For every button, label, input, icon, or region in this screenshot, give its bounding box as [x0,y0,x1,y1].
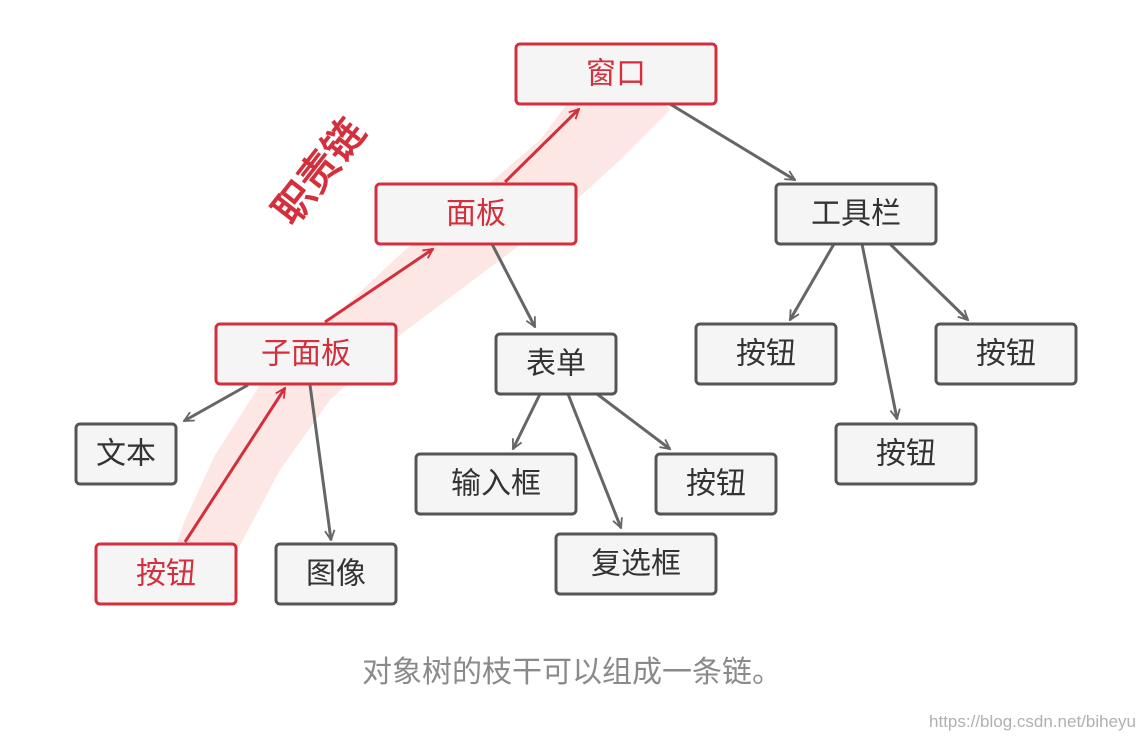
edge-toolbar-button-2 [860,243,897,419]
node-toolbar-button-1: 按钮 [694,322,838,386]
edge-window-toolbar [669,102,795,182]
node-image-label: 图像 [306,557,366,592]
node-panel-label: 面板 [446,197,506,232]
chain-label: 职责链 [265,111,375,234]
node-button: 按钮 [94,542,238,606]
node-form-button: 按钮 [654,452,778,516]
node-toolbar-button-2: 按钮 [834,422,978,486]
node-window: 窗口 [514,42,718,106]
node-form: 表单 [494,332,618,396]
node-toolbar-button-2-label: 按钮 [876,437,936,472]
node-panel: 面板 [374,182,578,246]
node-form-button-label: 按钮 [686,467,746,502]
node-toolbar: 工具栏 [774,182,938,246]
node-input: 输入框 [414,452,578,516]
node-checkbox: 复选框 [554,532,718,596]
edge-form-checkbox [566,393,621,528]
node-input-label: 输入框 [451,467,541,502]
node-text-label: 文本 [96,437,156,472]
node-toolbar-button-3: 按钮 [934,322,1078,386]
node-image: 图像 [274,542,398,606]
node-button-label: 按钮 [136,557,196,592]
node-subpanel-label: 子面板 [261,337,351,372]
node-toolbar-button-3-label: 按钮 [976,337,1036,372]
node-text: 文本 [74,422,178,486]
node-toolbar-label: 工具栏 [811,197,901,232]
node-form-label: 表单 [526,347,586,382]
edge-toolbar-button-3 [888,242,968,320]
edge-form-input [511,393,542,449]
edge-chain-panel-window [503,109,579,184]
caption: 对象树的枝干可以组成一条链。 [362,655,782,690]
node-subpanel: 子面板 [214,322,398,386]
edge-chain-subpanel-panel [324,247,433,324]
node-toolbar-button-1-label: 按钮 [736,337,796,372]
node-window-label: 窗口 [586,57,646,92]
edge-subpanel-text [184,383,249,423]
edge-panel-form [490,243,537,327]
edge-form-button [596,392,670,449]
watermark: https://blog.csdn.net/biheyu [929,712,1136,731]
edge-chain-button-subpanel [183,388,287,543]
node-checkbox-label: 复选框 [591,547,681,582]
edge-toolbar-button-1 [788,243,836,320]
edge-subpanel-image [308,384,331,540]
